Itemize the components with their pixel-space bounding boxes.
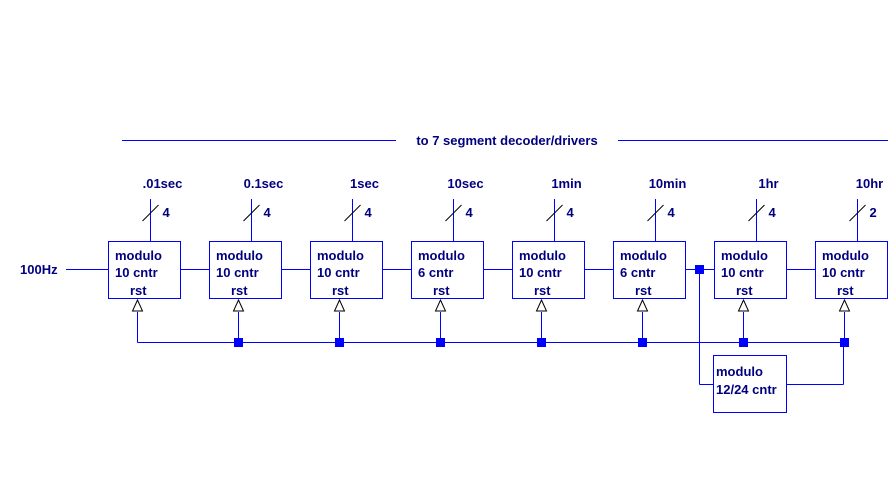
output-label: 10sec xyxy=(447,176,483,191)
counter-rst-label: rst xyxy=(534,283,551,298)
counter-rst-label: rst xyxy=(837,283,854,298)
bus-slash xyxy=(142,204,159,222)
counter-rst-label: rst xyxy=(635,283,652,298)
reset-arrow-icon xyxy=(131,298,144,312)
mode-counter-line2: 12/24 cntr xyxy=(716,382,777,397)
output-label: 1min xyxy=(551,176,581,191)
counter-line2: 10 cntr xyxy=(519,265,562,280)
junction-reset xyxy=(638,338,647,347)
counter-box xyxy=(310,241,383,299)
counter-8: modulo 10 cntr rst 2 10hr xyxy=(815,176,888,347)
counter-line2: 6 cntr xyxy=(418,265,453,280)
mode-counter-line1: modulo xyxy=(716,364,763,379)
bus-slash xyxy=(445,204,462,222)
counter-box xyxy=(815,241,888,299)
counter-line1: modulo xyxy=(721,248,768,263)
bus-slash xyxy=(344,204,361,222)
reset-arrow-icon xyxy=(333,298,346,312)
reset-arrow-icon xyxy=(535,298,548,312)
junction-reset xyxy=(840,338,849,347)
counter-7: modulo 10 cntr rst 4 1hr xyxy=(714,176,815,347)
input-label: 100Hz xyxy=(20,262,58,277)
counter-rst-label: rst xyxy=(736,283,753,298)
bit-width-label: 2 xyxy=(870,205,877,220)
junction-reset xyxy=(739,338,748,347)
bit-width-label: 4 xyxy=(466,205,474,220)
counter-rst-label: rst xyxy=(231,283,248,298)
counter-box xyxy=(512,241,585,299)
counter-line1: modulo xyxy=(418,248,465,263)
bus-slash xyxy=(748,204,765,222)
counter-box xyxy=(613,241,686,299)
output-label: .01sec xyxy=(143,176,183,191)
counter-box xyxy=(209,241,282,299)
mode-counter-box xyxy=(713,355,787,413)
bit-width-label: 4 xyxy=(668,205,676,220)
counter-rst-label: rst xyxy=(130,283,147,298)
reset-arrow-icon xyxy=(636,298,649,312)
counter-group: modulo 10 cntr rst 4 .01sec modulo 10 cntr rst 4… xyxy=(108,176,888,347)
junction-reset xyxy=(335,338,344,347)
bus-label: to 7 segment decoder/drivers xyxy=(416,133,597,148)
counter-line2: 10 cntr xyxy=(822,265,865,280)
counter-line1: modulo xyxy=(317,248,364,263)
bit-width-label: 4 xyxy=(163,205,171,220)
output-label: 10min xyxy=(649,176,687,191)
counter-4: modulo 6 cntr rst 4 10sec xyxy=(411,176,512,347)
counter-box xyxy=(108,241,181,299)
counter-5: modulo 10 cntr rst 4 1min xyxy=(512,176,613,347)
output-label: 0.1sec xyxy=(244,176,284,191)
reset-arrow-icon xyxy=(838,298,851,312)
counter-line2: 10 cntr xyxy=(317,265,360,280)
bit-width-label: 4 xyxy=(264,205,272,220)
output-label: 1hr xyxy=(758,176,778,191)
counter-2: modulo 10 cntr rst 4 0.1sec xyxy=(209,176,310,347)
bus-slash xyxy=(546,204,563,222)
counter-box xyxy=(411,241,484,299)
counter-box xyxy=(714,241,787,299)
counter-line1: modulo xyxy=(216,248,263,263)
counter-6: modulo 6 cntr rst 4 10min xyxy=(613,176,714,347)
bus-slash xyxy=(243,204,260,222)
bit-width-label: 4 xyxy=(769,205,777,220)
counter-line1: modulo xyxy=(519,248,566,263)
counter-line1: modulo xyxy=(115,248,162,263)
output-label: 1sec xyxy=(350,176,379,191)
output-label: 10hr xyxy=(856,176,883,191)
counter-3: modulo 10 cntr rst 4 1sec xyxy=(310,176,411,347)
counter-line2: 10 cntr xyxy=(721,265,764,280)
counter-line2: 6 cntr xyxy=(620,265,655,280)
counter-rst-label: rst xyxy=(332,283,349,298)
bus-slash xyxy=(849,204,866,222)
counter-line2: 10 cntr xyxy=(216,265,259,280)
junction-reset xyxy=(537,338,546,347)
junction-reset xyxy=(234,338,243,347)
junction-mode-tap xyxy=(695,265,704,274)
counter-1: modulo 10 cntr rst 4 .01sec xyxy=(108,176,209,343)
counter-line1: modulo xyxy=(822,248,869,263)
bus-slash xyxy=(647,204,664,222)
bit-width-label: 4 xyxy=(567,205,575,220)
counter-rst-label: rst xyxy=(433,283,450,298)
junction-reset xyxy=(436,338,445,347)
counter-line2: 10 cntr xyxy=(115,265,158,280)
reset-arrow-icon xyxy=(737,298,750,312)
counter-line1: modulo xyxy=(620,248,667,263)
bit-width-label: 4 xyxy=(365,205,373,220)
reset-arrow-icon xyxy=(434,298,447,312)
reset-arrow-icon xyxy=(232,298,245,312)
